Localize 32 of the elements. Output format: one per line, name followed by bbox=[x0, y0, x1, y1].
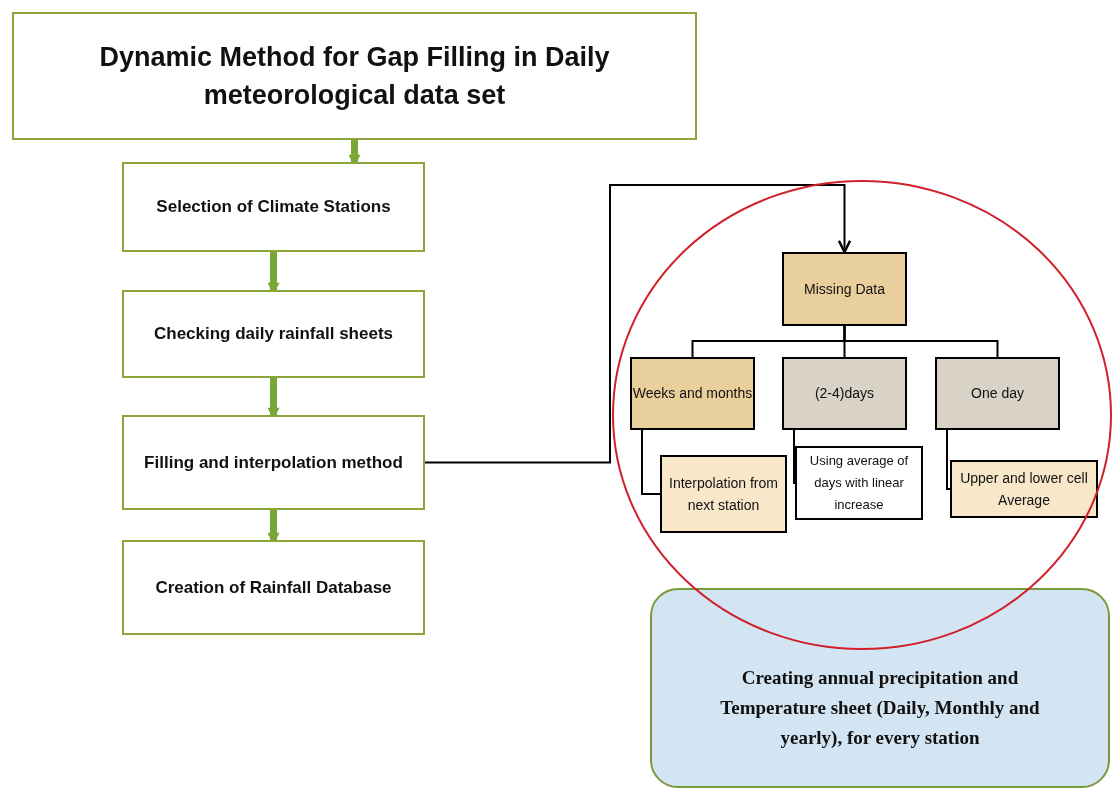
node-text: (2-4)days bbox=[814, 384, 875, 403]
process-box bbox=[122, 540, 425, 635]
process-box bbox=[122, 415, 425, 510]
arrow bbox=[424, 184, 852, 464]
node-text: Weeks and months bbox=[632, 384, 753, 403]
highlight-ellipse bbox=[612, 180, 1112, 650]
method-box bbox=[660, 455, 787, 533]
method-box bbox=[950, 460, 1098, 518]
node-text: Upper and lower cell Average bbox=[959, 469, 1089, 510]
process-box bbox=[122, 162, 425, 252]
node-text: Missing Data bbox=[804, 279, 885, 299]
category-box bbox=[630, 357, 755, 430]
category-box bbox=[935, 357, 1060, 430]
connector-line bbox=[793, 429, 796, 484]
category-box bbox=[782, 252, 907, 326]
node-text: Dynamic Method for Gap Filling in Daily meteorological data set bbox=[98, 41, 611, 112]
node-text: Interpolation from next station bbox=[668, 474, 779, 515]
node-text: Using average of days with linear increase bbox=[808, 452, 910, 514]
category-box bbox=[782, 357, 907, 430]
node-text: Selection of Climate Stations bbox=[156, 196, 391, 219]
node-text: Checking daily rainfall sheets bbox=[154, 323, 393, 346]
node-text: Filling and interpolation method bbox=[144, 451, 403, 474]
method-box bbox=[795, 446, 923, 520]
connector-line bbox=[641, 429, 661, 495]
process-box bbox=[122, 290, 425, 378]
connector-line bbox=[843, 325, 999, 358]
title-box bbox=[12, 12, 697, 140]
output-box bbox=[650, 588, 1110, 788]
node-text: Creating annual precipitation and Temperature sheet (Daily, Monthly and yearly), for every station bbox=[719, 666, 1041, 750]
node-text: Creation of Rainfall Database bbox=[155, 576, 392, 599]
node-text: One day bbox=[971, 384, 1024, 403]
connector-line bbox=[946, 429, 951, 490]
